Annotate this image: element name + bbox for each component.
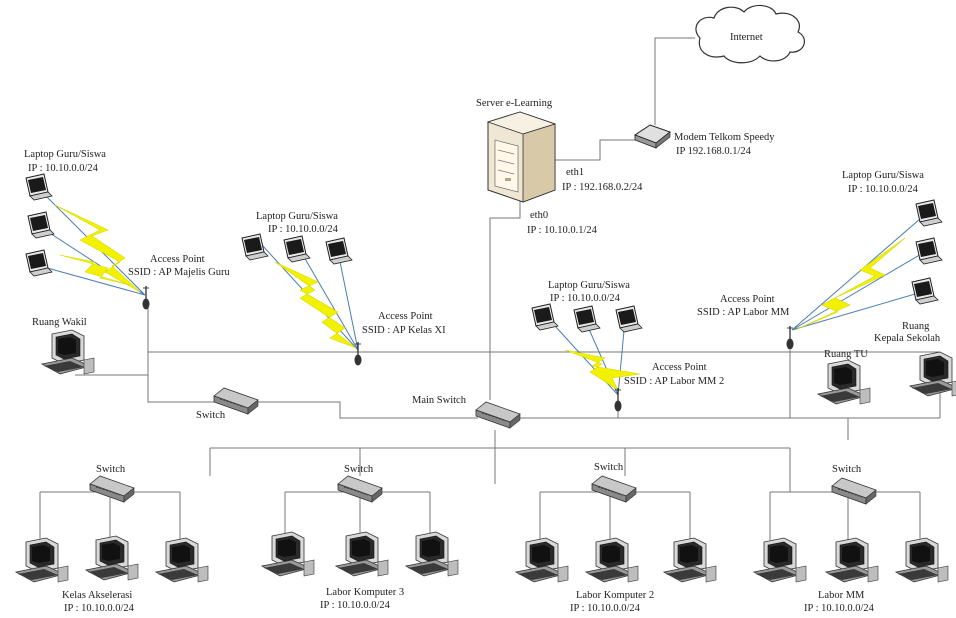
- modem-icon: [635, 125, 670, 148]
- desktop-pc-icon: [664, 538, 716, 582]
- server-icon: [488, 112, 555, 202]
- laptop-icon: [912, 278, 938, 304]
- laptop-icon: [284, 236, 310, 262]
- switch-icon: [832, 478, 876, 504]
- laptop-group-right-ip: IP : 10.10.0.0/24: [848, 184, 919, 195]
- laptop-icon: [28, 212, 54, 238]
- laptop-icon: [26, 174, 52, 200]
- laptop-group-center-name: Laptop Guru/Siswa: [548, 280, 630, 291]
- desktop-pc-icon: [896, 538, 948, 582]
- server-eth1-ip: IP : 192.168.0.2/24: [562, 182, 643, 193]
- modem-name: Modem Telkom Speedy: [674, 132, 775, 143]
- main-switch-icon: [476, 402, 520, 428]
- laptop-group-midleft-ip: IP : 10.10.0.0/24: [268, 224, 339, 235]
- internet-cloud: Internet: [696, 5, 804, 62]
- lab-ip: IP : 10.10.0.0/24: [570, 603, 641, 614]
- access-point-icon: [143, 286, 150, 310]
- lab-name: Labor Komputer 2: [576, 590, 654, 601]
- main-switch-label: Main Switch: [412, 395, 467, 406]
- switch-label: Switch: [96, 464, 126, 475]
- desktop-pc-icon: [86, 536, 138, 580]
- ap-kelas-xi-ssid: SSID : AP Kelas XI: [362, 325, 446, 336]
- room-wakil-label: Ruang Wakil: [32, 317, 87, 328]
- lab-name: Kelas Akselerasi: [62, 590, 132, 601]
- desktop-pc-icon: [336, 532, 388, 576]
- wired-connections: [40, 38, 940, 540]
- desktop-pc-icon: [16, 538, 68, 582]
- ap-kelas-xi-name: Access Point: [378, 311, 433, 322]
- room-kepsek-line2: Kepala Sekolah: [874, 333, 941, 344]
- desktop-pc-icon: [516, 538, 568, 582]
- desktop-pc-icon: [42, 330, 94, 374]
- lab-ip: IP : 10.10.0.0/24: [804, 603, 875, 614]
- desktop-pc-icon: [262, 532, 314, 576]
- ap-labor-mm-ssid: SSID : AP Labor MM: [697, 307, 790, 318]
- desktop-pc-icon: [156, 538, 208, 582]
- desktop-pc-icon: [406, 532, 458, 576]
- ap-labor-mm2-ssid: SSID : AP Labor MM 2: [624, 376, 724, 387]
- ap-labor-mm2-name: Access Point: [652, 362, 707, 373]
- switch-icon: [90, 476, 134, 502]
- switch-icon: [338, 476, 382, 502]
- laptop-group-midleft-name: Laptop Guru/Siswa: [256, 211, 338, 222]
- desktop-pc-icon: [754, 538, 806, 582]
- laptop-icon: [574, 306, 600, 332]
- desktop-pc-icon: [826, 538, 878, 582]
- switch-label: Switch: [196, 410, 226, 421]
- server-eth0-ip: IP : 10.10.0.1/24: [527, 225, 598, 236]
- room-kepsek-line1: Ruang: [902, 321, 930, 332]
- laptop-group-right-name: Laptop Guru/Siswa: [842, 170, 924, 181]
- server-title: Server e-Learning: [476, 98, 553, 109]
- desktop-pc-icon: [818, 360, 870, 404]
- laptop-icon: [916, 200, 942, 226]
- laptop-group-left-ip: IP : 10.10.0.0/24: [28, 163, 99, 174]
- laptop-icon: [26, 250, 52, 276]
- desktop-pc-icon: [586, 538, 638, 582]
- lab-name: Labor MM: [818, 590, 865, 601]
- ap-majelis-ssid: SSID : AP Majelis Guru: [128, 267, 230, 278]
- lab-name: Labor Komputer 3: [326, 587, 404, 598]
- lab-ip: IP : 10.10.0.0/24: [320, 600, 391, 611]
- desktop-pc-icon: [910, 352, 956, 396]
- laptop-group-center-ip: IP : 10.10.0.0/24: [550, 293, 621, 304]
- switch-icon: [592, 476, 636, 502]
- room-tu-label: Ruang TU: [824, 349, 868, 360]
- laptop-icon: [916, 238, 942, 264]
- server-eth0-name: eth0: [530, 210, 548, 221]
- wireless-links: [40, 190, 928, 395]
- laptop-group-left-name: Laptop Guru/Siswa: [24, 149, 106, 160]
- switch-label: Switch: [594, 462, 624, 473]
- lab-ip: IP : 10.10.0.0/24: [64, 603, 135, 614]
- server-eth1-name: eth1: [566, 167, 584, 178]
- laptop-icon: [616, 306, 642, 332]
- switch-label: Switch: [832, 464, 862, 475]
- access-point-icon: [615, 388, 622, 412]
- internet-label: Internet: [730, 32, 763, 43]
- modem-ip: IP 192.168.0.1/24: [676, 146, 752, 157]
- laptop-icon: [532, 304, 558, 330]
- ap-labor-mm-name: Access Point: [720, 294, 775, 305]
- switch-label: Switch: [344, 464, 374, 475]
- ap-majelis-name: Access Point: [150, 254, 205, 265]
- laptop-icon: [326, 238, 352, 264]
